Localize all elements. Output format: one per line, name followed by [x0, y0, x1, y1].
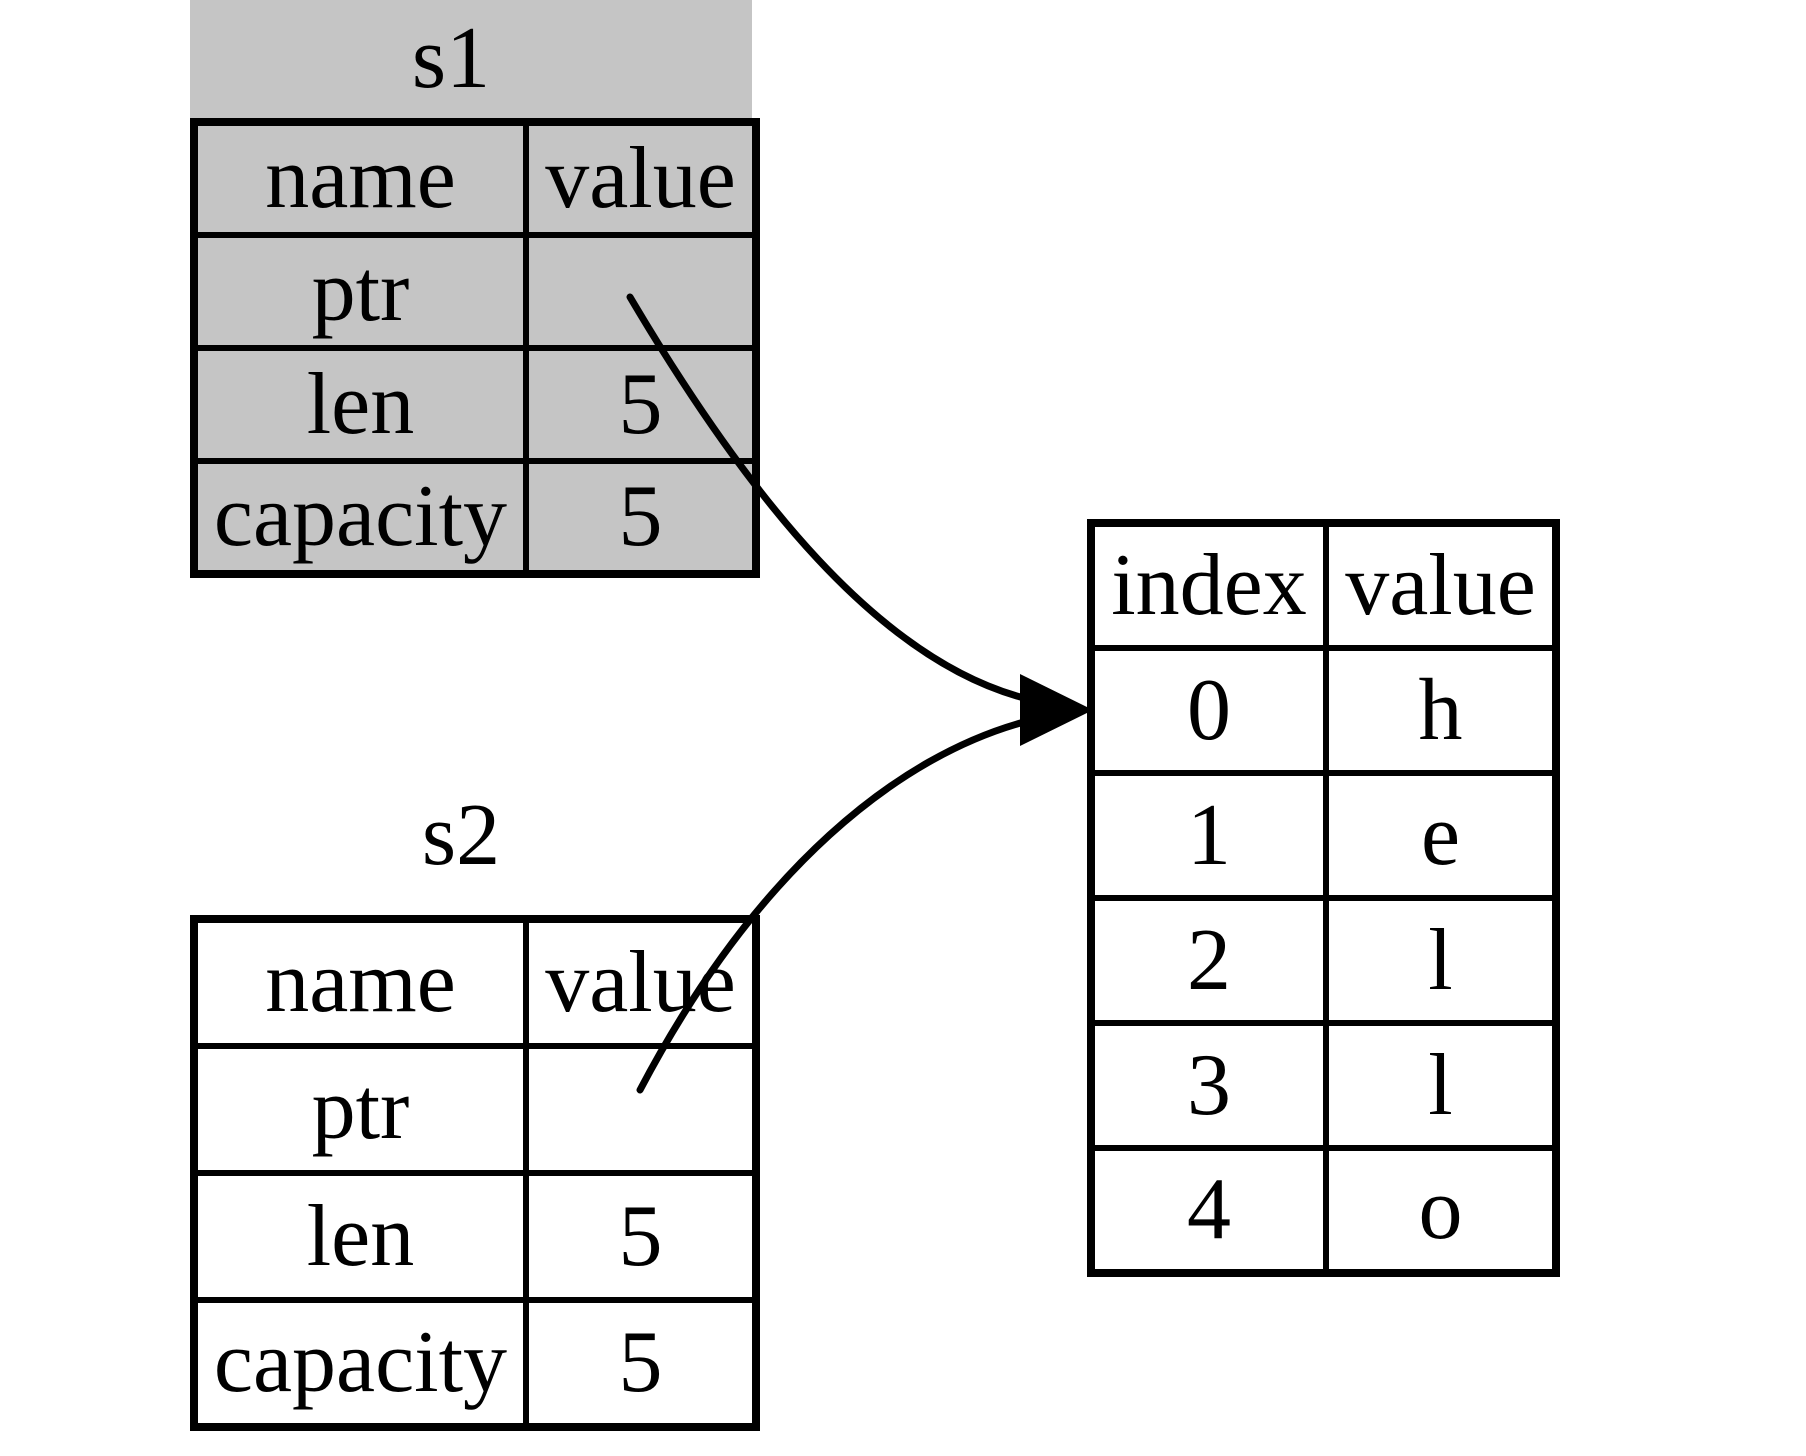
- s2-capacity-value: 5: [523, 1297, 759, 1430]
- s2-ptr-name: ptr: [191, 1043, 529, 1176]
- heap-value-3: l: [1323, 1020, 1559, 1151]
- s2-header-row: name value: [191, 916, 759, 1049]
- s1-capacity-value: 5: [523, 458, 759, 577]
- heap-row-3: 3 l: [1088, 1020, 1559, 1151]
- s1-header-row: name value: [191, 119, 759, 238]
- heap-index-2: 2: [1088, 895, 1329, 1026]
- s2-len-value: 5: [523, 1170, 759, 1303]
- heap-table: index value 0 h 1 e 2 l 3 l 4 o: [1087, 519, 1560, 1277]
- s1-ptr-name: ptr: [191, 232, 529, 351]
- s1-ptr-value: [523, 232, 759, 351]
- s1-row-len: len 5: [191, 345, 759, 464]
- s2-len-name: len: [191, 1170, 529, 1303]
- heap-index-0: 0: [1088, 645, 1329, 776]
- heap-row-0: 0 h: [1088, 645, 1559, 776]
- heap-value-0: h: [1323, 645, 1559, 776]
- s2-row-capacity: capacity 5: [191, 1297, 759, 1430]
- s2-row-ptr: ptr: [191, 1043, 759, 1176]
- s2-capacity-name: capacity: [191, 1297, 529, 1430]
- heap-row-1: 1 e: [1088, 770, 1559, 901]
- heap-row-4: 4 o: [1088, 1145, 1559, 1276]
- heap-value-4: o: [1323, 1145, 1559, 1276]
- s1-table: name value ptr len 5 capacity 5: [190, 118, 760, 578]
- s1-title: s1: [190, 0, 752, 118]
- heap-value-2: l: [1323, 895, 1559, 1026]
- s2-row-len: len 5: [191, 1170, 759, 1303]
- s1-header-name: name: [191, 119, 529, 238]
- s2-ptr-value: [523, 1043, 759, 1176]
- s1-capacity-name: capacity: [191, 458, 529, 577]
- heap-header-value: value: [1323, 520, 1559, 651]
- s1-header-value: value: [523, 119, 759, 238]
- s2-header-value: value: [523, 916, 759, 1049]
- heap-index-3: 3: [1088, 1020, 1329, 1151]
- heap-row-2: 2 l: [1088, 895, 1559, 1026]
- s2-header-name: name: [191, 916, 529, 1049]
- s1-row-capacity: capacity 5: [191, 458, 759, 577]
- s1-len-value: 5: [523, 345, 759, 464]
- s1-title-label: s1: [411, 10, 491, 107]
- heap-index-4: 4: [1088, 1145, 1329, 1276]
- arrowhead-icon: [1020, 674, 1093, 746]
- s2-title: s2: [190, 772, 752, 900]
- heap-header-index: index: [1088, 520, 1329, 651]
- s2-title-label: s2: [421, 787, 501, 884]
- s2-table: name value ptr len 5 capacity 5: [190, 915, 760, 1431]
- s1-row-ptr: ptr: [191, 232, 759, 351]
- heap-index-1: 1: [1088, 770, 1329, 901]
- heap-header-row: index value: [1088, 520, 1559, 651]
- s1-len-name: len: [191, 345, 529, 464]
- heap-value-1: e: [1323, 770, 1559, 901]
